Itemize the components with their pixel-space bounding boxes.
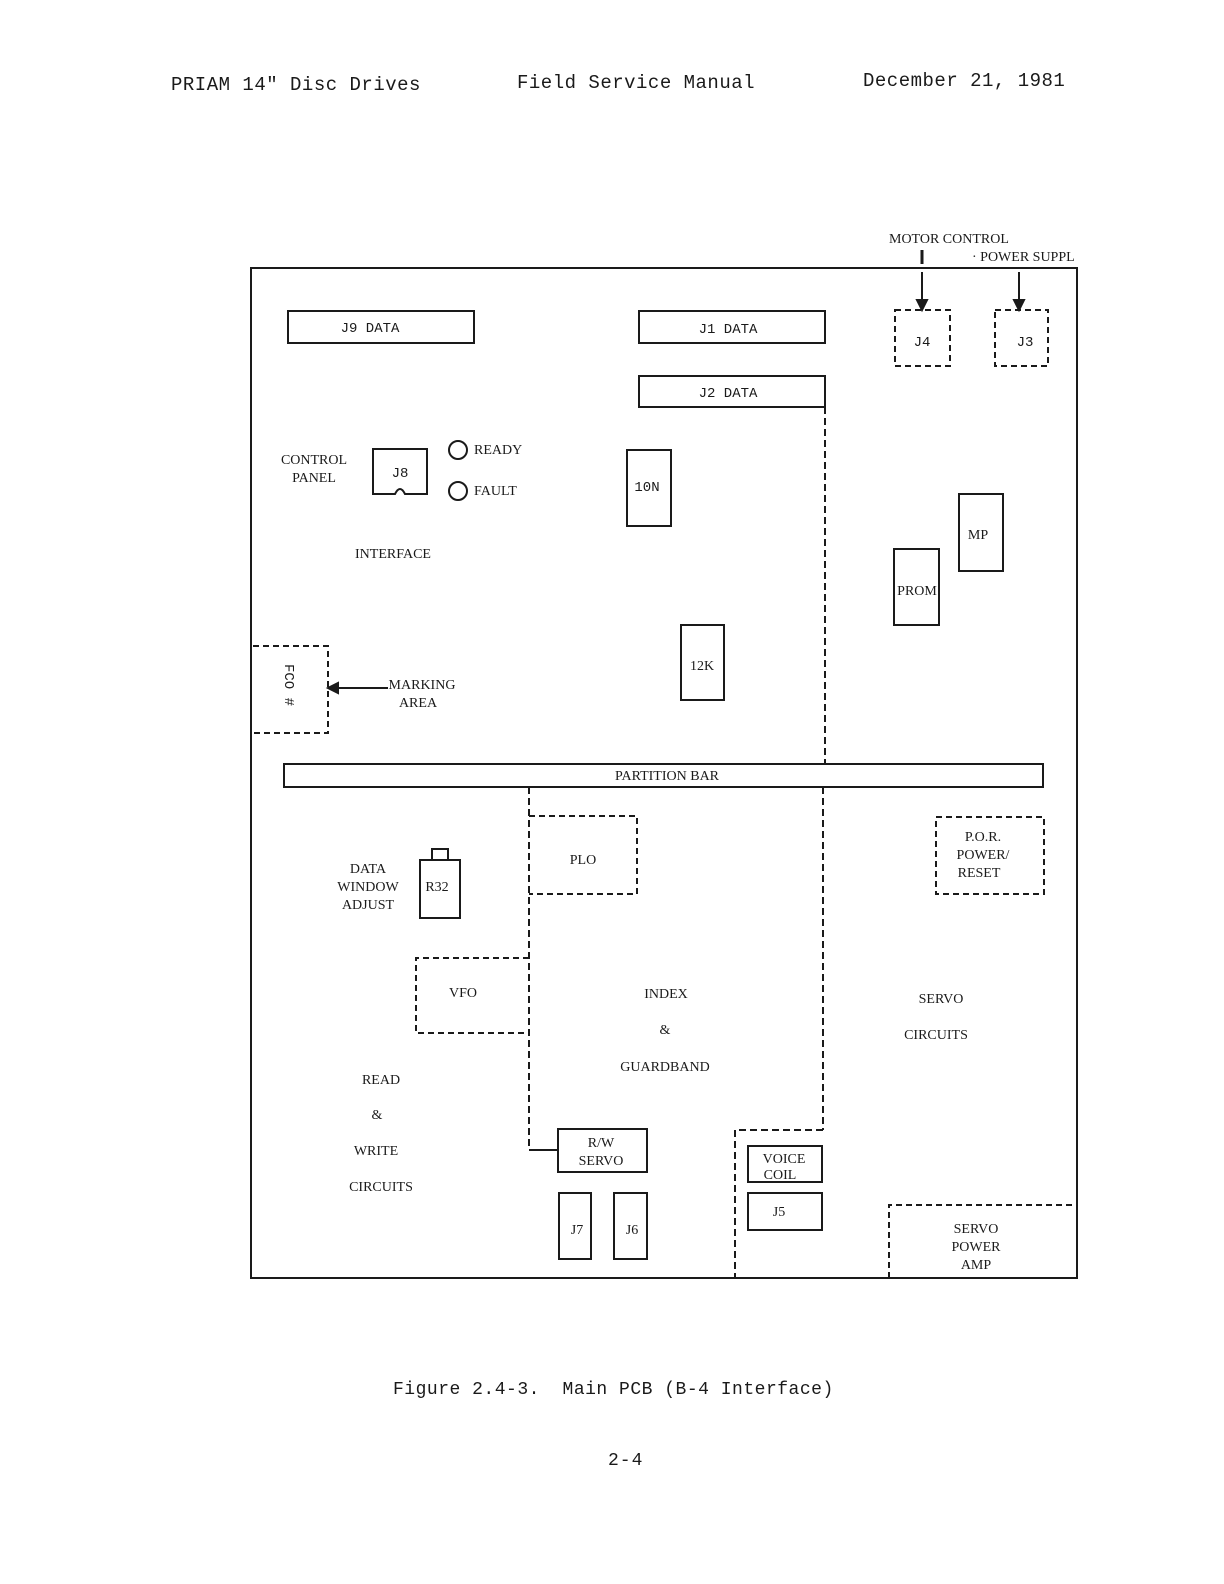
rw-servo-label-1: R/W <box>588 1136 615 1151</box>
vfo-label: VFO <box>449 986 477 1001</box>
fault-label: FAULT <box>474 484 517 499</box>
rw-circuits-label: CIRCUITS <box>349 1180 413 1195</box>
j9-connector <box>287 310 475 344</box>
index-amp: & <box>660 1023 671 1038</box>
j1-connector <box>638 310 826 344</box>
j6-label: J6 <box>626 1223 638 1238</box>
partition-bar-label: PARTITION BAR <box>615 769 720 784</box>
header-left: PRIAM 14" Disc Drives <box>171 74 421 96</box>
interface-label: INTERFACE <box>355 547 431 562</box>
data-window-adjust-3: ADJUST <box>342 898 395 913</box>
ic-12k-label: 12K <box>690 659 714 674</box>
fco-label: FCO # <box>280 664 296 706</box>
j5-label: J5 <box>773 1205 785 1220</box>
servo-power-amp-1: SERVO <box>954 1222 999 1237</box>
marking-area-label-1: MARKING <box>389 678 456 693</box>
ic-10n-label: 10N <box>634 480 659 496</box>
j2-connector <box>638 375 826 408</box>
page-number: 2-4 <box>608 1451 644 1471</box>
r32-label: R32 <box>425 880 448 895</box>
data-window-adjust-1: DATA <box>350 862 387 877</box>
j2-label: J2 DATA <box>699 386 758 402</box>
voice-coil-label-2: COIL <box>764 1168 797 1183</box>
por-label-2: POWER/ <box>957 848 1010 863</box>
rw-servo-label-2: SERVO <box>579 1154 624 1169</box>
j6-connector <box>613 1192 648 1260</box>
servo-power-amp-2: POWER <box>952 1240 1002 1255</box>
servo-power-amp-3: AMP <box>961 1258 992 1273</box>
por-block <box>935 816 1045 895</box>
figure-caption: Figure 2.4-3. Main PCB (B-4 Interface) <box>393 1380 834 1400</box>
partition-bar <box>283 763 1044 788</box>
fault-led-icon <box>448 481 468 501</box>
j8-label: J8 <box>392 466 409 482</box>
j8-connector <box>372 448 428 495</box>
voice-coil-label-1: VOICE <box>763 1152 806 1167</box>
j3-label: J3 <box>1017 335 1034 351</box>
j4-connector <box>894 309 951 367</box>
header-right: December 21, 1981 <box>863 70 1066 92</box>
data-window-adjust-2: WINDOW <box>337 880 399 895</box>
vfo-block <box>415 957 529 1034</box>
rw-servo-block <box>557 1128 648 1173</box>
guardband-label: GUARDBAND <box>620 1060 709 1075</box>
j7-connector <box>558 1192 592 1260</box>
servo-power-amp-block <box>888 1204 1075 1278</box>
voice-coil-connector <box>747 1145 823 1183</box>
read-amp: & <box>372 1108 383 1123</box>
board-outline <box>250 267 1078 1279</box>
ready-label: READY <box>474 443 522 458</box>
ic-mp <box>958 493 1004 572</box>
power-supply-label: · POWER SUPPL <box>972 250 1075 265</box>
control-panel-label-2: PANEL <box>292 471 336 486</box>
motor-control-label: MOTOR CONTROL <box>889 232 1009 247</box>
j9-label: J9 DATA <box>341 321 400 337</box>
circuits-label: CIRCUITS <box>904 1028 968 1043</box>
marking-area-label-2: AREA <box>399 696 438 711</box>
ic-10n <box>626 449 672 527</box>
j3-connector <box>994 309 1049 367</box>
header-center: Field Service Manual <box>517 72 756 94</box>
j5-connector <box>747 1192 823 1231</box>
index-label: INDEX <box>644 987 688 1002</box>
ic-prom <box>893 548 940 626</box>
prom-label: PROM <box>897 584 937 599</box>
j4-label: J4 <box>914 335 931 351</box>
plo-block <box>529 815 638 895</box>
control-panel-label-1: CONTROL <box>281 453 347 468</box>
j7-label: J7 <box>571 1223 583 1238</box>
por-label-1: P.O.R. <box>965 830 1001 845</box>
plo-label: PLO <box>570 853 596 868</box>
por-label-3: RESET <box>958 866 1001 881</box>
ic-12k <box>680 624 725 701</box>
write-label: WRITE <box>354 1144 398 1159</box>
ready-led-icon <box>448 440 468 460</box>
j1-label: J1 DATA <box>699 322 758 338</box>
read-label: READ <box>362 1073 400 1088</box>
servo-label: SERVO <box>919 992 964 1007</box>
mp-label: MP <box>968 528 988 543</box>
